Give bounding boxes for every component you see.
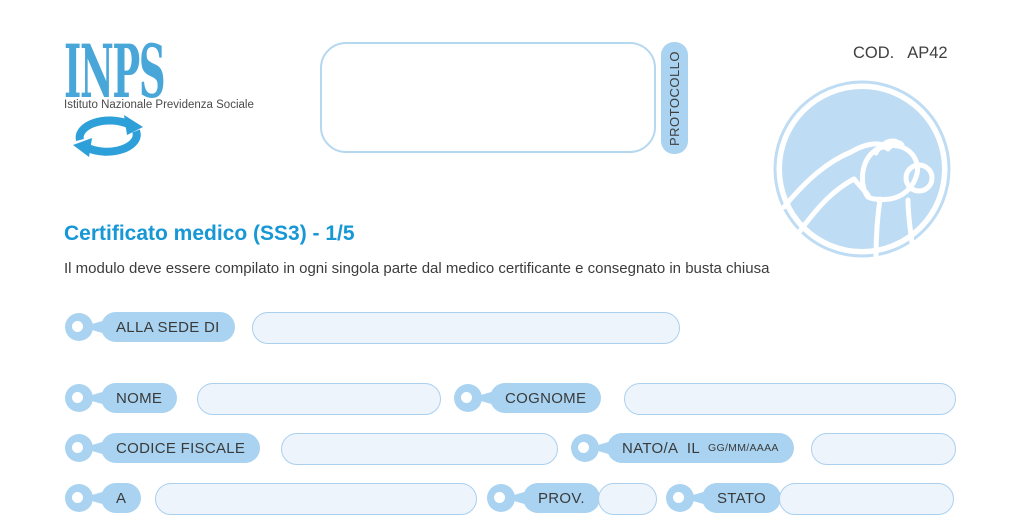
label-alla-sede-di: ALLA SEDE DI (65, 312, 235, 342)
label-a: A (65, 483, 142, 513)
nome-input[interactable] (197, 383, 441, 415)
alla-sede-di-input[interactable] (252, 312, 680, 344)
code-value: AP42 (907, 44, 948, 62)
page-title: Certificato medico (SS3) - 1/5 (64, 222, 355, 245)
tag-hole-icon (65, 313, 93, 341)
nato-il-input[interactable] (811, 433, 956, 465)
inps-swirl-icon (73, 115, 143, 157)
label-prov-text: PROV. (538, 489, 585, 507)
tag-hole-icon (65, 484, 93, 512)
label-nato-il-hint: GG/MM/AAAA (708, 442, 779, 454)
tag-hole-icon (571, 434, 599, 462)
tag-neck (90, 441, 104, 455)
tag-neck (90, 491, 104, 505)
label-prov: PROV. (487, 483, 600, 513)
label-nato-il-text: NATO/A IL (622, 439, 701, 457)
tag-hole-icon (666, 484, 694, 512)
label-a-text: A (116, 489, 127, 507)
inps-wordmark: INPS (64, 29, 166, 116)
tag-neck (479, 391, 493, 405)
label-cognome: COGNOME (454, 383, 602, 413)
protocol-label-tab: PROTOCOLLO (661, 42, 688, 154)
label-cognome-text: COGNOME (505, 389, 587, 407)
label-codice-fiscale: CODICE FISCALE (65, 433, 261, 463)
a-input[interactable] (155, 483, 477, 515)
codice-fiscale-input[interactable] (281, 433, 558, 465)
tag-hole-icon (454, 384, 482, 412)
prov-input[interactable] (598, 483, 657, 515)
label-codice-fiscale-text: CODICE FISCALE (116, 439, 246, 457)
label-stato: STATO (666, 483, 782, 513)
tag-neck (512, 491, 526, 505)
instruction-text: Il modulo deve essere compilato in ogni … (64, 260, 770, 277)
clasped-hands-icon (773, 80, 951, 259)
form-code: COD. AP42 (853, 44, 948, 63)
cognome-input[interactable] (624, 383, 956, 415)
tag-hole-icon (65, 434, 93, 462)
inps-logo-subtitle: Istituto Nazionale Previdenza Sociale (64, 99, 254, 111)
stato-input[interactable] (779, 483, 954, 515)
label-stato-text: STATO (717, 489, 767, 507)
tag-hole-icon (65, 384, 93, 412)
label-nato-il: NATO/A IL GG/MM/AAAA (571, 433, 794, 463)
protocol-label-text: PROTOCOLLO (667, 50, 682, 146)
tag-hole-icon (487, 484, 515, 512)
tag-neck (90, 320, 104, 334)
label-nome: NOME (65, 383, 178, 413)
tag-neck (596, 441, 610, 455)
tag-neck (90, 391, 104, 405)
label-alla-sede-di-text: ALLA SEDE DI (116, 318, 220, 336)
protocol-stamp-box (320, 42, 656, 153)
tag-neck (691, 491, 705, 505)
code-label: COD. (853, 44, 895, 62)
label-nome-text: NOME (116, 389, 163, 407)
